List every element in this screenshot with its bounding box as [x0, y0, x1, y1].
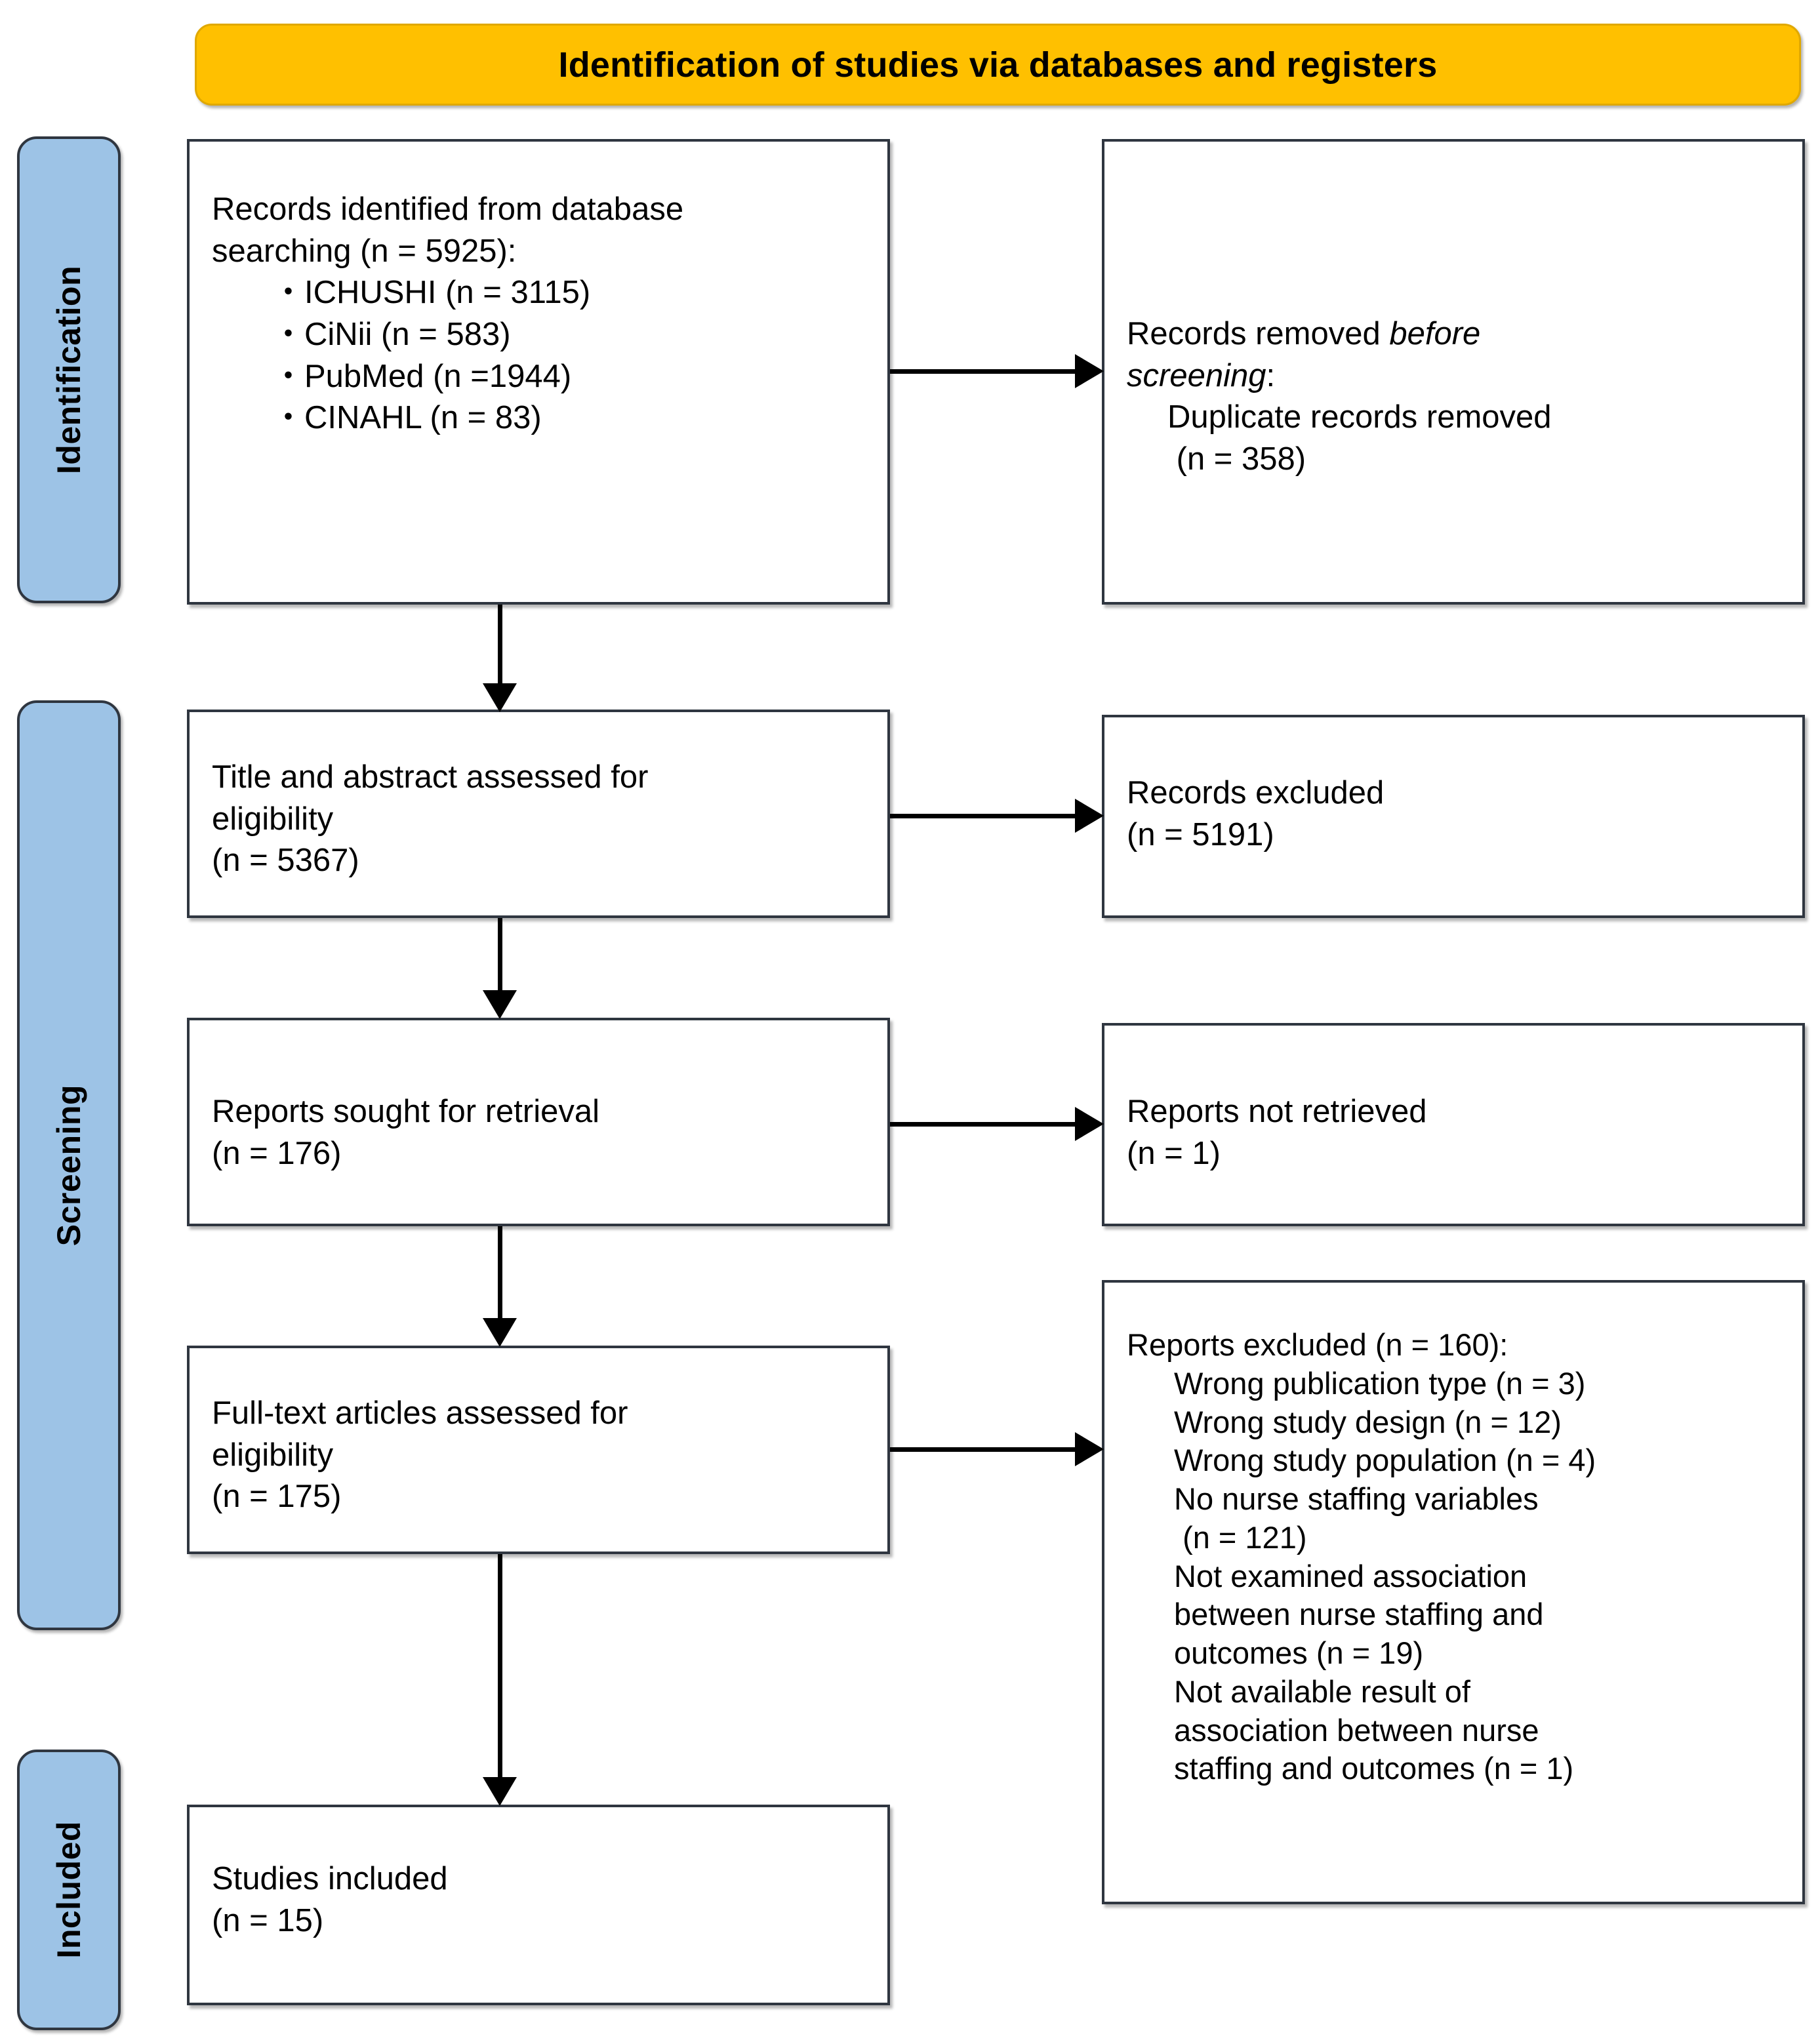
- stage-label-screening: Screening: [17, 700, 121, 1630]
- header-title: Identification of studies via databases …: [558, 45, 1438, 85]
- records-excluded-text: Records excluded (n = 5191): [1127, 775, 1385, 852]
- reason-not-available-result: Not available result of association betw…: [1174, 1673, 1574, 1786]
- source-cinii: ・CiNii (n = 583): [272, 317, 511, 353]
- stage-label-identification: Identification: [17, 136, 121, 603]
- arrow-head-down-icon: [483, 990, 517, 1019]
- box-title-abstract-assessed: Title and abstract assessed for eligibil…: [187, 710, 890, 918]
- fulltext-text: Full-text articles assessed for eligibil…: [212, 1395, 628, 1515]
- arrow-head-down-icon: [483, 1777, 517, 1806]
- arrow-shaft: [890, 1447, 1075, 1452]
- arrow-shaft: [890, 369, 1075, 374]
- box-reports-not-retrieved: Reports not retrieved (n = 1): [1102, 1023, 1805, 1226]
- box-records-excluded: Records excluded (n = 5191): [1102, 715, 1805, 918]
- box-reports-excluded: Reports excluded (n = 160): Wrong public…: [1102, 1280, 1805, 1904]
- reason-not-examined-association: Not examined association between nurse s…: [1174, 1558, 1544, 1671]
- arrow-head-down-icon: [483, 1318, 517, 1347]
- records-removed-heading: Records removed before screening:: [1127, 313, 1787, 397]
- box-reports-sought: Reports sought for retrieval (n = 176): [187, 1018, 890, 1226]
- reports-not-retrieved-text: Reports not retrieved (n = 1): [1127, 1094, 1427, 1171]
- studies-included-text: Studies included (n = 15): [212, 1861, 448, 1938]
- arrow-shaft: [890, 814, 1075, 818]
- source-pubmed: ・PubMed (n =1944): [272, 358, 572, 394]
- box-fulltext-assessed: Full-text articles assessed for eligibil…: [187, 1346, 890, 1554]
- arrow-shaft: [498, 918, 502, 990]
- arrow-shaft: [498, 1226, 502, 1318]
- arrow-head-down-icon: [483, 683, 517, 712]
- stage-label-screening-text: Screening: [51, 1084, 87, 1247]
- records-identified-title: Records identified from database searchi…: [212, 191, 684, 269]
- arrow-head-right-icon: [1075, 354, 1104, 388]
- stage-label-identification-text: Identification: [51, 265, 87, 475]
- stage-label-included: Included: [17, 1750, 121, 2030]
- arrow-head-right-icon: [1075, 1432, 1104, 1466]
- records-removed-italic-screening: screening: [1127, 357, 1266, 393]
- reports-sought-text: Reports sought for retrieval (n = 176): [212, 1094, 599, 1171]
- header-banner: Identification of studies via databases …: [195, 24, 1801, 106]
- reason-wrong-study-design: Wrong study design (n = 12): [1174, 1404, 1562, 1439]
- arrow-head-right-icon: [1075, 799, 1104, 833]
- title-abstract-text: Title and abstract assessed for eligibil…: [212, 759, 649, 879]
- arrow-head-right-icon: [1075, 1107, 1104, 1141]
- box-studies-included: Studies included (n = 15): [187, 1805, 890, 2005]
- arrow-shaft: [498, 1554, 502, 1777]
- records-removed-colon: :: [1266, 357, 1276, 393]
- source-cinahl: ・CINAHL (n = 83): [272, 400, 542, 436]
- reason-no-nurse-staffing-variables: No nurse staffing variables (n = 121): [1174, 1481, 1539, 1555]
- duplicate-records-removed: Duplicate records removed (n = 358): [1167, 399, 1552, 477]
- records-removed-italic-before: before: [1389, 316, 1481, 351]
- box-records-identified: Records identified from database searchi…: [187, 139, 890, 605]
- reason-wrong-publication-type: Wrong publication type (n = 3): [1174, 1365, 1586, 1401]
- source-ichushi: ・ICHUSHI (n = 3115): [272, 275, 591, 311]
- box-records-removed: Records removed before screening: Duplica…: [1102, 139, 1805, 605]
- reports-excluded-title: Reports excluded (n = 160):: [1127, 1327, 1508, 1362]
- records-removed-plain: Records removed: [1127, 316, 1390, 351]
- stage-label-included-text: Included: [51, 1821, 87, 1959]
- arrow-shaft: [890, 1122, 1075, 1127]
- reason-wrong-study-population: Wrong study population (n = 4): [1174, 1443, 1596, 1478]
- arrow-shaft: [498, 605, 502, 683]
